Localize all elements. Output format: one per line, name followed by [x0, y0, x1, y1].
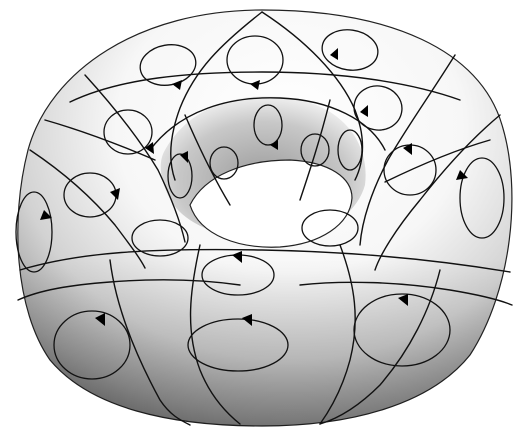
torus-figure [0, 0, 524, 434]
